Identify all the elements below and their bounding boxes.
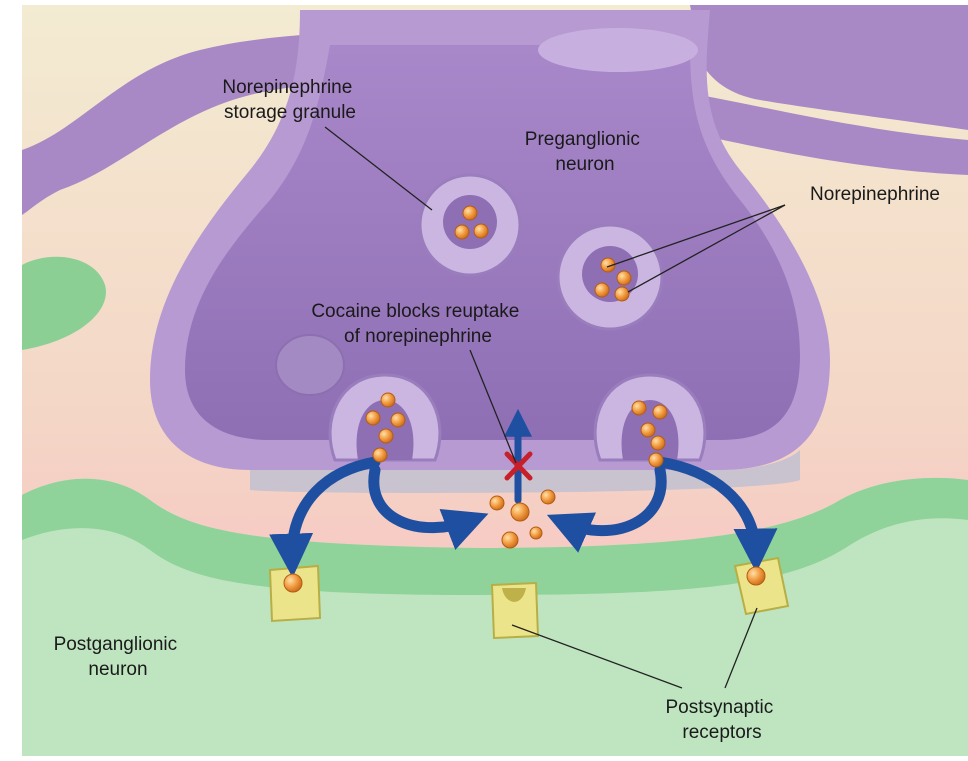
norepinephrine-molecule bbox=[641, 423, 655, 437]
norepinephrine-molecule bbox=[366, 411, 380, 425]
norepinephrine-molecule bbox=[595, 283, 609, 297]
norepinephrine-molecule bbox=[632, 401, 646, 415]
norepinephrine-molecule bbox=[651, 436, 665, 450]
norepinephrine-molecule bbox=[615, 287, 629, 301]
mitochondrion bbox=[276, 335, 344, 395]
norepinephrine-molecule bbox=[653, 405, 667, 419]
norepinephrine-molecule bbox=[373, 448, 387, 462]
norepinephrine-molecule bbox=[747, 567, 765, 585]
norepinephrine-molecule bbox=[474, 224, 488, 238]
norepinephrine-molecule bbox=[502, 532, 518, 548]
norepinephrine-molecule bbox=[391, 413, 405, 427]
vesicle-left bbox=[420, 175, 520, 275]
norepinephrine-molecule bbox=[649, 453, 663, 467]
norepinephrine-molecule bbox=[379, 429, 393, 443]
norepinephrine-molecule bbox=[511, 503, 529, 521]
norepinephrine-molecule bbox=[617, 271, 631, 285]
vesicle-right bbox=[558, 225, 662, 329]
label-norepinephrine: Norepinephrine bbox=[810, 184, 940, 205]
norepinephrine-molecule bbox=[455, 225, 469, 239]
receptor-center bbox=[492, 583, 538, 638]
norepinephrine-molecule bbox=[381, 393, 395, 407]
norepinephrine-molecule bbox=[541, 490, 555, 504]
norepinephrine-molecule bbox=[463, 206, 477, 220]
norepinephrine-molecule bbox=[490, 496, 504, 510]
norepinephrine-molecule bbox=[284, 574, 302, 592]
terminal-opening bbox=[538, 28, 698, 72]
norepinephrine-molecule bbox=[530, 527, 542, 539]
